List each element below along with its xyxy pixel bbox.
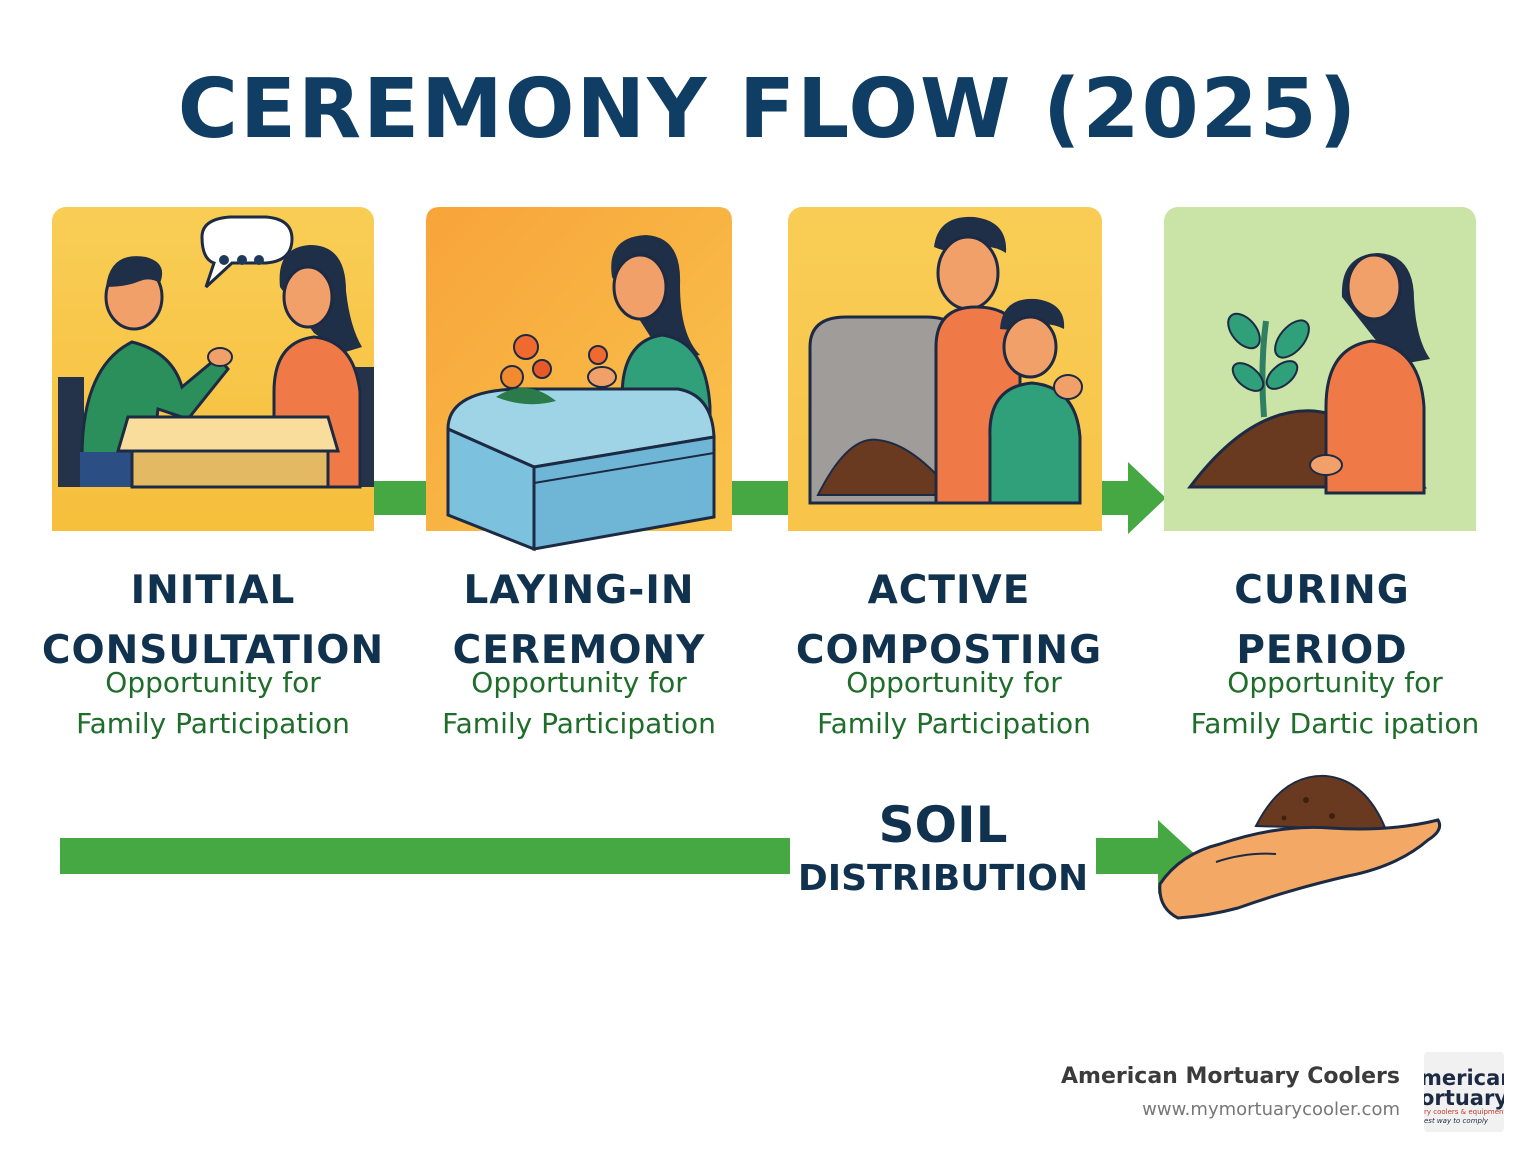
step-title-line2: COMPOSTING: [795, 628, 1103, 673]
step-subtitle-line2: Family Participation: [76, 707, 350, 740]
panel-initial-consultation: [52, 207, 374, 531]
connector-arrow-1: [372, 481, 430, 515]
step-subtitle-active-composting: Opportunity for Family Participation: [784, 662, 1124, 744]
logo-text-line2: ortuary: [1424, 1086, 1504, 1110]
connector-arrow-3: [1100, 462, 1168, 534]
soil-flow-bar-left: [60, 838, 820, 874]
diagram-title: CEREMONY FLOW (2025): [177, 62, 1359, 157]
step-title-curing-period: CURING PERIOD: [1160, 560, 1484, 682]
hand-holding-soil-icon: [1156, 764, 1446, 924]
step-subtitle-line2: Family Participation: [817, 707, 1091, 740]
step-subtitle-initial-consultation: Opportunity for Family Participation: [40, 662, 386, 744]
step-subtitle-line2: Family Participation: [442, 707, 716, 740]
step-subtitle-line1: Opportunity for: [846, 666, 1062, 699]
panel-laying-in-ceremony: [426, 207, 732, 552]
step-title-laying-in-ceremony: LAYING-IN CEREMONY: [414, 560, 744, 682]
panel-active-composting: [788, 207, 1102, 531]
connector-arrow-2: [730, 481, 790, 515]
step-title-line1: INITIAL: [130, 568, 296, 613]
step-subtitle-line1: Opportunity for: [105, 666, 321, 699]
step-title-line1: LAYING-IN: [463, 568, 695, 613]
step-title-line1: ACTIVE: [867, 568, 1031, 613]
logo-text-line3: ry coolers & equipment: [1424, 1108, 1504, 1116]
step-title-active-composting: ACTIVE COMPOSTING: [784, 560, 1114, 682]
step-subtitle-line1: Opportunity for: [1227, 666, 1443, 699]
step-subtitle-line1: Opportunity for: [471, 666, 687, 699]
step-title-initial-consultation: INITIAL CONSULTATION: [40, 560, 386, 682]
step-title-line2: PERIOD: [1236, 628, 1408, 673]
step-subtitle-curing-period: Opportunity for Family Dartic ipation: [1170, 662, 1500, 744]
step-title-line2: CEREMONY: [452, 628, 706, 673]
brand-name: American Mortuary Coolers: [1061, 1064, 1400, 1089]
soil-label-box: [790, 796, 1096, 908]
logo-text-line1: merican: [1424, 1066, 1504, 1090]
step-title-line1: CURING: [1234, 568, 1410, 613]
soil-label-line1: SOIL: [878, 796, 1008, 854]
panel-curing-period: [1164, 207, 1476, 531]
brand-url[interactable]: www.mymortuarycooler.com: [1142, 1099, 1400, 1120]
logo-text-line4: est way to comply: [1424, 1117, 1489, 1125]
step-title-line2: CONSULTATION: [41, 628, 385, 673]
step-subtitle-line2: Family Dartic ipation: [1190, 707, 1480, 740]
step-subtitle-laying-in-ceremony: Opportunity for Family Participation: [414, 662, 744, 744]
soil-label-line2: DISTRIBUTION: [797, 858, 1089, 899]
brand-logo: merican ortuary ry coolers & equipment e…: [1424, 1052, 1504, 1132]
